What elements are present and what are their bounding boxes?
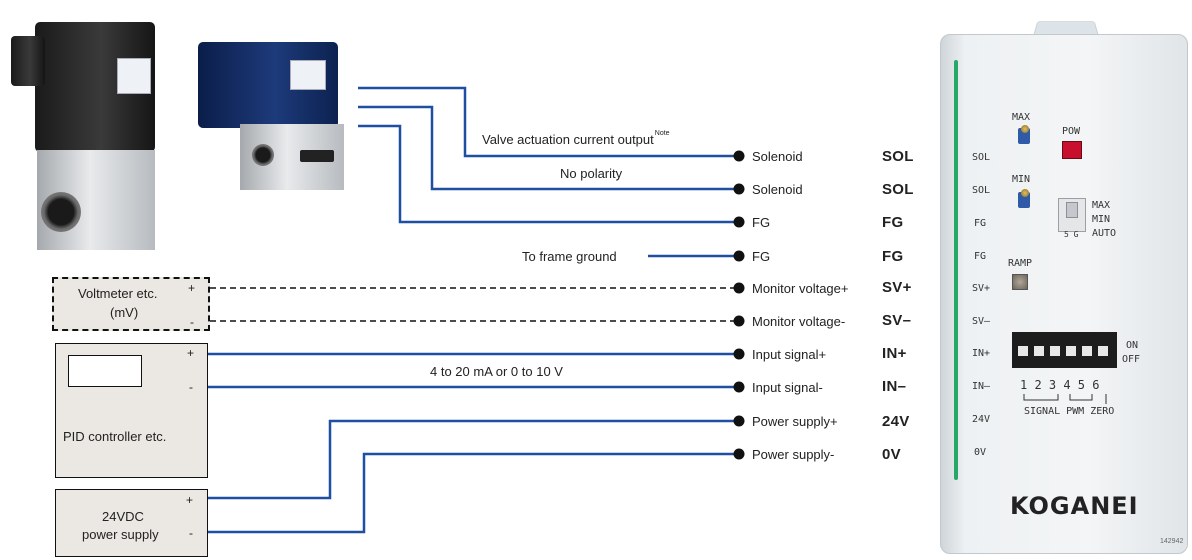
voltmeter-minus: -: [190, 315, 194, 329]
valve-current-text: Valve actuation current output: [482, 132, 654, 147]
dip-off-label: OFF: [1122, 354, 1141, 365]
unit-body: [940, 34, 1188, 554]
pow-label: POW: [1062, 126, 1081, 137]
terminal-dot: [733, 381, 745, 393]
terminal-label: FG: [752, 215, 771, 230]
power-supply-box: [55, 489, 208, 557]
ramp-label: RAMP: [1008, 258, 1033, 269]
note-marker: Note: [654, 130, 670, 137]
wire-sol2: [358, 105, 738, 191]
frame-ground-note: To frame ground: [522, 249, 617, 264]
min-label: MIN: [1012, 174, 1031, 185]
terminal-dot: [733, 150, 745, 162]
dip-switch-block[interactable]: [1012, 332, 1117, 368]
wire-fg1: [358, 124, 738, 224]
unit-serial: 142942: [1160, 538, 1184, 545]
terminal-code: IN+: [882, 345, 907, 362]
terminal-code: 0V: [882, 446, 901, 463]
terminal-dot: [733, 315, 745, 327]
max-label: MAX: [1012, 112, 1031, 123]
terminal-dot: [733, 348, 745, 360]
valve-current-note: Valve actuation current outputNote: [482, 130, 670, 147]
mode-selector-switch[interactable]: [1058, 198, 1086, 232]
signal-range-note: 4 to 20 mA or 0 to 10 V: [430, 364, 563, 379]
terminal-label: FG: [752, 249, 771, 264]
unit-terminal-label: 24V: [972, 414, 991, 425]
solenoid-valve-large: [5, 22, 165, 250]
terminal-code: FG: [882, 248, 904, 265]
unit-terminal-label: FG: [974, 218, 987, 229]
power-supply-line2: power supply: [82, 527, 159, 542]
terminal-code: SV+: [882, 279, 912, 296]
wire-sol1: [358, 86, 738, 158]
no-polarity-note: No polarity: [560, 166, 623, 181]
unit-terminal-label: SOL: [972, 152, 991, 163]
min-trimmer-knob[interactable]: [1018, 189, 1030, 208]
koganei-controller-unit: SOL SOL FG FG SV+ SV– IN+ IN– 24V 0V MAX…: [940, 20, 1190, 555]
power-plus: +: [186, 493, 194, 507]
terminal-dot: [733, 216, 745, 228]
mode-option-max: MAX: [1092, 200, 1111, 211]
terminal-label: Solenoid: [752, 182, 803, 197]
voltmeter-unit: (mV): [110, 305, 139, 320]
unit-terminal-label: 0V: [974, 447, 987, 458]
koganei-logo: KOGANEI: [1010, 492, 1139, 520]
dip-groups: SIGNAL PWM ZERO: [1024, 406, 1115, 417]
terminal-label: Monitor voltage+: [752, 281, 849, 296]
pid-minus: -: [189, 380, 193, 394]
terminal-dot: [733, 415, 745, 427]
terminal-code: SOL: [882, 181, 914, 198]
terminal-label: Input signal-: [752, 380, 823, 395]
dip-group-brackets: [1023, 394, 1107, 404]
mode-option-min: MIN: [1092, 214, 1111, 225]
terminal-code: SV–: [882, 312, 912, 329]
power-led: [1062, 141, 1082, 159]
unit-terminal-label: FG: [974, 251, 987, 262]
wire-0v: [208, 452, 738, 534]
voltmeter-plus: +: [188, 281, 196, 295]
unit-status-strip: [954, 60, 958, 480]
terminal-label: Input signal+: [752, 347, 827, 362]
terminal-dot: [733, 282, 745, 294]
power-supply-line1: 24VDC: [102, 509, 144, 524]
terminal-dot: [733, 448, 745, 460]
dip-on-label: ON: [1126, 340, 1139, 351]
terminal-code: SOL: [882, 148, 914, 165]
terminal-dot: [733, 183, 745, 195]
terminal-code: IN–: [882, 378, 907, 395]
terminal-dot: [733, 250, 745, 262]
pid-plus: +: [187, 346, 195, 360]
terminal-label: Power supply+: [752, 414, 838, 429]
terminal-label: Power supply-: [752, 447, 835, 462]
pid-display-window: [68, 355, 142, 387]
max-trimmer-knob[interactable]: [1018, 125, 1030, 144]
dip-numbers: 1 2 3 4 5 6: [1020, 378, 1100, 392]
unit-terminal-label: SV+: [972, 283, 991, 294]
unit-terminal-label: IN–: [972, 381, 991, 392]
ramp-trimmer[interactable]: [1012, 274, 1028, 290]
wire-24v: [208, 419, 738, 500]
terminal-code: 24V: [882, 413, 910, 430]
terminal-label: Monitor voltage-: [752, 314, 846, 329]
solenoid-valve-small: [190, 32, 350, 192]
power-minus: -: [189, 526, 193, 540]
mode-option-auto: AUTO: [1092, 228, 1117, 239]
voltmeter-label: Voltmeter etc.: [78, 286, 158, 301]
voltmeter-box: [52, 277, 210, 331]
terminal-label: Solenoid: [752, 149, 803, 164]
terminal-code: FG: [882, 214, 904, 231]
mode-sg-label: 5 G: [1064, 230, 1079, 239]
unit-terminal-label: SOL: [972, 185, 991, 196]
unit-terminal-label: SV–: [972, 316, 991, 327]
unit-terminal-label: IN+: [972, 348, 991, 359]
pid-label: PID controller etc.: [63, 429, 167, 444]
